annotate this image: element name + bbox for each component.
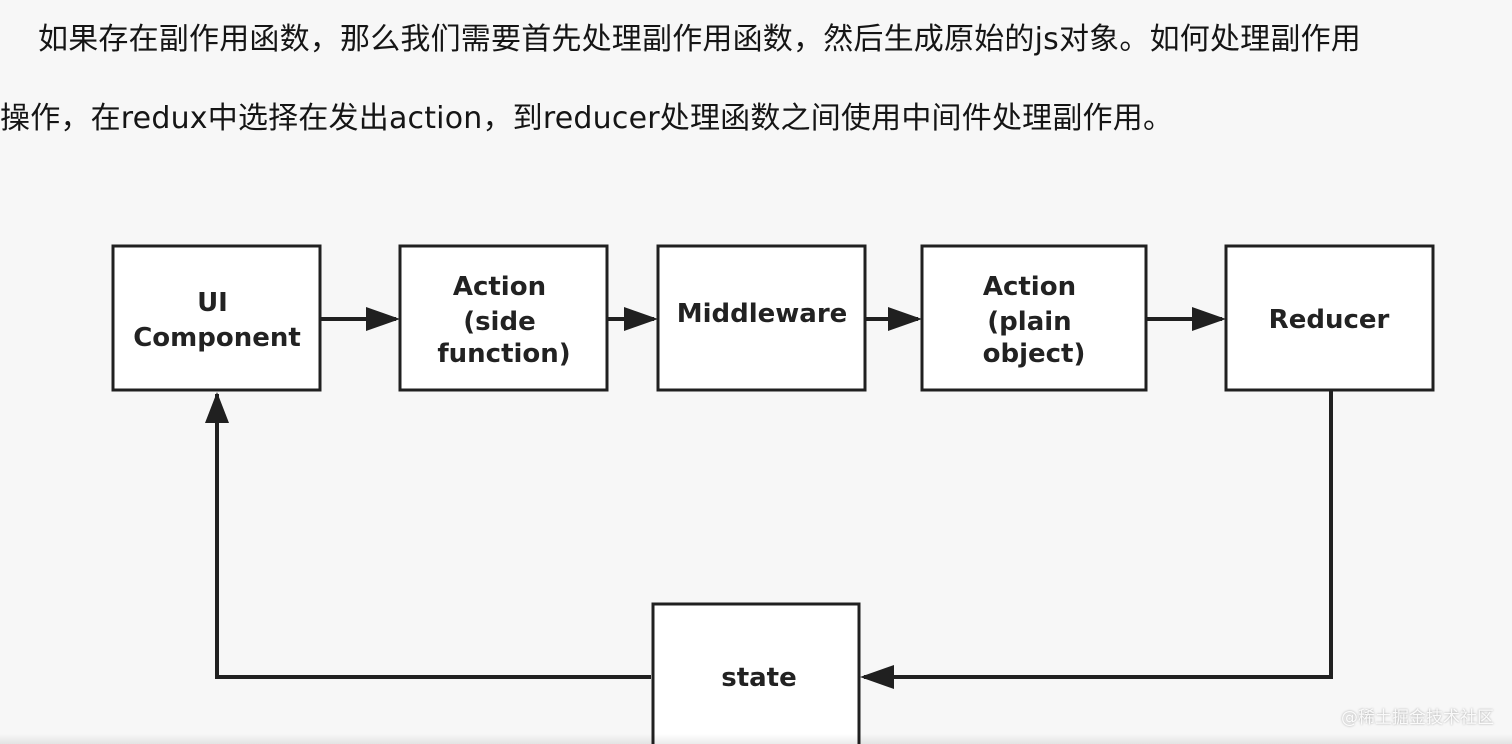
middleware-label: Middleware	[677, 299, 848, 329]
bottom-edge-shade	[0, 734, 1512, 744]
action-plain-label-line-2: (plain	[987, 307, 1071, 337]
action-side-function-box	[398, 244, 609, 392]
arrow-reducer-to-state	[860, 390, 1333, 689]
svg-text:state: state	[721, 663, 797, 693]
diagram-connectors	[215, 307, 1333, 689]
paragraph-line-2: 操作，在redux中选择在发出action，到reducer处理函数之间使用中间…	[0, 101, 1174, 136]
reducer-box	[1224, 244, 1435, 392]
reducer-label: Reducer	[1269, 305, 1390, 335]
action-side-label-line-2: (side	[463, 307, 536, 337]
svg-text:UI Component: UI Component	[133, 288, 301, 353]
svg-text:Action (plain obje: Action (plain object)	[983, 272, 1086, 369]
ui-component-label-line-2: Component	[133, 323, 301, 353]
state-label: state	[721, 663, 797, 693]
paragraph-line-1: 如果存在副作用函数，那么我们需要首先处理副作用函数，然后生成原始的js对象。如何…	[38, 22, 1361, 57]
middleware-box	[656, 244, 867, 392]
action-side-label-line-3: function)	[437, 339, 570, 369]
ui-component-box	[111, 244, 322, 392]
svg-text:Reducer: Reducer	[1269, 305, 1390, 335]
svg-text:Middleware: Middleware	[677, 299, 848, 329]
action-side-label-line-1: Action	[453, 272, 546, 302]
arrow-state-to-ui	[215, 394, 651, 679]
action-plain-label-line-3: object)	[983, 339, 1086, 369]
diagram-nodes: UI Component Action (side function) Midd…	[111, 244, 1435, 744]
ui-component-label-line-1: UI	[197, 288, 228, 318]
action-plain-object-box	[920, 244, 1148, 392]
svg-text:Action (side funct: Action (side function)	[437, 272, 570, 369]
site-watermark: @稀土掘金技术社区	[1341, 708, 1494, 728]
arrow-state-to-ui-head	[205, 392, 229, 423]
action-plain-label-line-1: Action	[983, 272, 1076, 302]
state-box	[651, 602, 861, 744]
